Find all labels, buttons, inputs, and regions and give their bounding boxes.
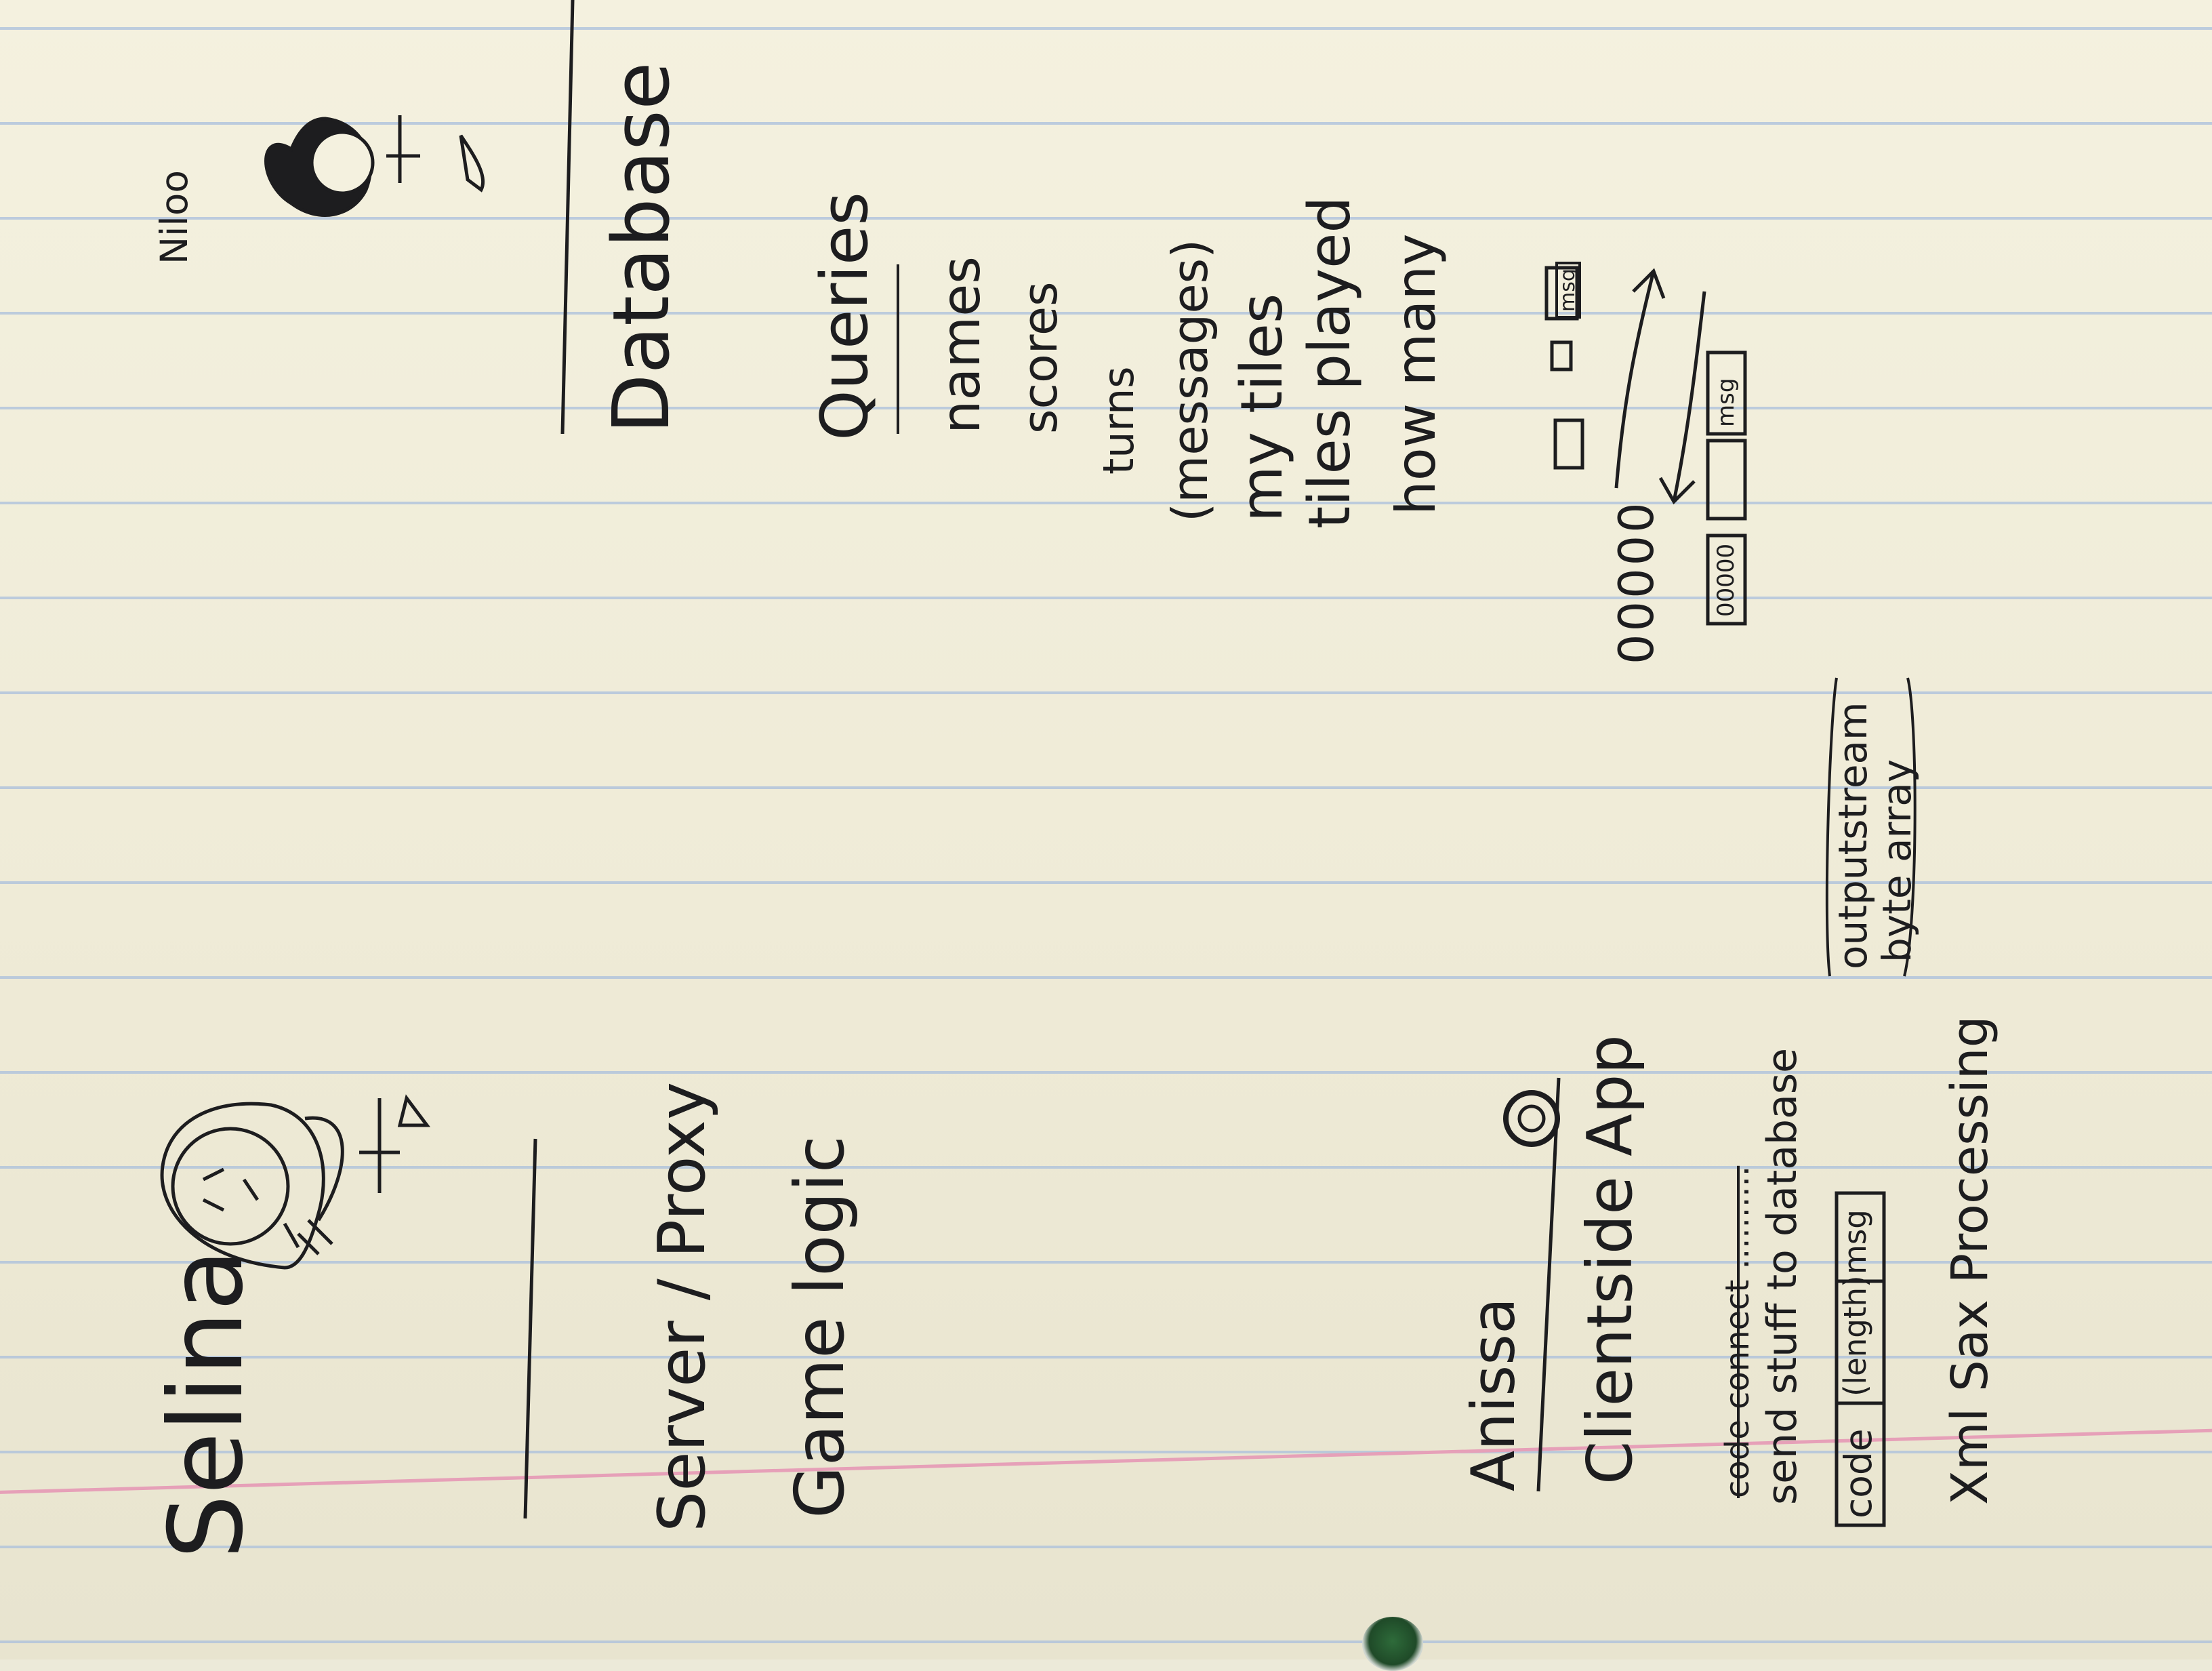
query-item: scores: [1012, 281, 1068, 434]
output-parens: [1825, 677, 1917, 977]
anissa-avatar-icon: [1503, 1090, 1560, 1147]
ruled-line: [0, 407, 2212, 409]
queries-heading: Queries: [808, 192, 882, 441]
ruled-line: [0, 691, 2212, 694]
packet-diagram: [1544, 266, 1747, 626]
niloo-name: Niloo: [152, 169, 196, 264]
packet-return-msg: msg: [1713, 378, 1740, 427]
query-item: names: [931, 256, 992, 434]
selina-divider: [523, 1138, 537, 1519]
ruled-line: [0, 217, 2212, 220]
ruled-line: [0, 1071, 2212, 1074]
ruled-line: [0, 1546, 2212, 1548]
output-note-line1: outputstream: [1830, 702, 1876, 969]
selina-task-game-logic: Game logic: [780, 1135, 859, 1518]
anissa-underline: [1536, 1077, 1561, 1492]
ruled-line: [0, 1356, 2212, 1358]
ruled-line: [0, 1261, 2212, 1264]
ruled-line: [0, 786, 2212, 789]
ruled-line: [0, 597, 2212, 599]
ruled-line: [0, 881, 2212, 884]
selina-task-server: Server / Proxy: [645, 1081, 720, 1532]
ruled-line: [0, 27, 2212, 30]
output-note-line2: byte array: [1874, 759, 1920, 963]
packet-field-msg: msg: [1837, 1209, 1873, 1274]
ruled-line: [0, 502, 2212, 504]
ruled-line: [0, 312, 2212, 315]
query-item: my tiles: [1229, 293, 1296, 522]
binder-ring: [1362, 1617, 1423, 1671]
anissa-name: Anissa: [1458, 1297, 1528, 1491]
database-divider: [560, 0, 575, 435]
packet-return-bits: 00000: [1713, 543, 1740, 617]
ruled-line: [0, 1640, 2212, 1643]
anissa-packet-row: [1835, 1191, 1886, 1527]
packet-field-length: (length): [1837, 1275, 1873, 1396]
ruled-line: [0, 122, 2212, 125]
niloo-avatar-icon: [264, 115, 485, 217]
struck-note: code connect ..........: [1719, 1165, 1757, 1498]
ruled-line: [0, 1166, 2212, 1169]
selina-avatar-icon: [160, 1094, 430, 1270]
send-note: send stuff to database: [1759, 1047, 1806, 1505]
query-item: tiles played: [1296, 196, 1364, 529]
packet-bits-label: 00000: [1609, 500, 1664, 664]
xml-note: Xml Sax Processing: [1941, 1015, 1999, 1505]
packet-field-code: code: [1837, 1428, 1880, 1518]
database-heading: Database: [596, 62, 687, 434]
query-item: how many: [1385, 233, 1448, 515]
packet-msg-label: msg: [1555, 262, 1581, 319]
ruled-line: [0, 1451, 2212, 1453]
query-item: turns: [1094, 366, 1143, 475]
clientside-heading: Clientside App: [1574, 1034, 1646, 1485]
ruled-line: [0, 976, 2212, 979]
query-item: (messages): [1162, 239, 1218, 522]
